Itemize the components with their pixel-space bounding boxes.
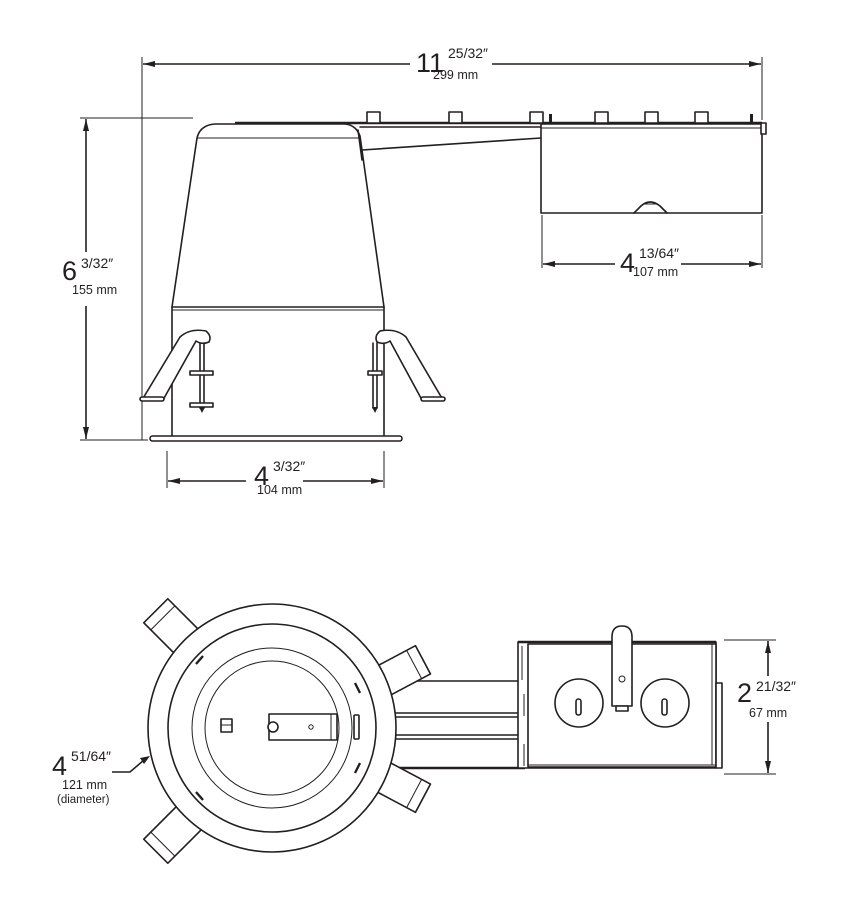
dimension-metric: 155 mm (72, 283, 117, 297)
bar-edge (382, 712, 526, 718)
ring-clip (195, 655, 204, 665)
dimension-whole: 11 (416, 48, 444, 78)
dimension-metric: 299 mm (433, 68, 478, 82)
flange-inner-circle (167, 623, 377, 833)
junction-box-length-dimension: 4 13/64″ 107 mm (541, 215, 763, 279)
can-upper-body (171, 123, 385, 308)
aperture-ring (191, 647, 353, 809)
arrow-right-icon (749, 61, 761, 67)
ring-clip (353, 762, 362, 774)
socket-hole (308, 724, 314, 730)
tab (644, 111, 659, 124)
mounting-bar (235, 111, 762, 161)
dimension-metric: 107 mm (633, 265, 678, 279)
spring-clip-right (367, 329, 446, 413)
dimension-note: (diameter) (57, 794, 110, 806)
ring-clip (195, 791, 204, 801)
spring-clip-foot (139, 396, 165, 402)
clip-nut (189, 370, 214, 376)
arrow-icon (140, 756, 150, 764)
arrow-up-icon (83, 119, 89, 131)
dimension-whole: 4 (254, 461, 269, 491)
flange-diameter-dimension: 4 51/64″ 121 mm (diameter) (52, 748, 150, 806)
bracket-clip (357, 129, 363, 161)
dimension-fraction: 51/64″ (71, 748, 111, 764)
latch-hole (618, 675, 626, 683)
dimension-whole: 4 (52, 751, 67, 781)
height-dimension: 6 3/32″ 155 mm (62, 117, 193, 441)
clip-tip (199, 407, 205, 413)
dimension-fraction: 13/64″ (639, 245, 679, 261)
junction-box-clip (760, 122, 767, 135)
junction-box-side-plate (715, 682, 723, 769)
bracket-arm (359, 126, 546, 151)
aperture-inner-ring (204, 660, 340, 796)
arrow-right-icon (371, 478, 383, 484)
arrow-right-icon (749, 261, 761, 267)
leader-line (112, 759, 145, 773)
arrow-left-icon (168, 478, 180, 484)
dimension-fraction: 3/32″ (273, 458, 305, 474)
spring-clip-foot (420, 396, 446, 402)
dimension-fraction: 3/32″ (81, 255, 113, 271)
arrow-up-icon (765, 641, 771, 653)
bar-edge (382, 734, 526, 740)
clip-tip (372, 407, 378, 413)
post (750, 114, 753, 123)
connecting-bars (380, 680, 526, 770)
arrow-down-icon (83, 427, 89, 439)
arrow-left-icon (543, 261, 555, 267)
tab (694, 111, 709, 124)
junction-box-top (517, 625, 723, 769)
dimension-whole: 4 (620, 248, 635, 278)
knockout-slot (661, 698, 668, 716)
dimension-metric: 121 mm (62, 778, 107, 792)
spring-clip-left (139, 329, 214, 413)
dimension-fraction: 21/32″ (756, 678, 796, 694)
arrow-down-icon (765, 761, 771, 773)
tab (366, 111, 381, 124)
dimension-whole: 2 (737, 678, 752, 708)
dimension-whole: 6 (62, 256, 77, 286)
overall-length-dimension: 11 25/32″ 299 mm (141, 45, 763, 440)
junction-box-side (540, 122, 767, 214)
tab (448, 111, 463, 124)
junction-box-body (540, 123, 763, 214)
aperture-width-dimension: 4 3/32″ 104 mm (166, 451, 385, 497)
top-view: 4 51/64″ 121 mm (diameter) (52, 597, 796, 865)
dimension-metric: 104 mm (257, 483, 302, 497)
trim-flange (149, 435, 403, 442)
dimension-fraction: 25/32″ (448, 45, 488, 61)
junction-box-width-dimension: 2 21/32″ 67 mm (724, 639, 796, 775)
dimension-metric: 67 mm (749, 706, 787, 720)
ring-clip (353, 682, 362, 694)
ring-latch (353, 714, 360, 740)
arrow-left-icon (143, 61, 155, 67)
tab (594, 111, 609, 124)
clip-nut (367, 370, 383, 376)
can-top (147, 603, 397, 853)
cover-latch (611, 625, 633, 707)
latch-tip (615, 705, 629, 712)
knockout (633, 201, 668, 214)
side-view: 11 25/32″ 299 mm 6 3/32″ 155 mm (62, 45, 767, 497)
spring-clip-arm (375, 329, 444, 401)
knockout-slot (575, 698, 582, 716)
clip-nut (189, 402, 214, 408)
housing-can (149, 123, 403, 442)
socket-bracket (268, 713, 338, 741)
socket-screw (267, 721, 279, 733)
post (549, 114, 552, 123)
tab (529, 111, 544, 124)
